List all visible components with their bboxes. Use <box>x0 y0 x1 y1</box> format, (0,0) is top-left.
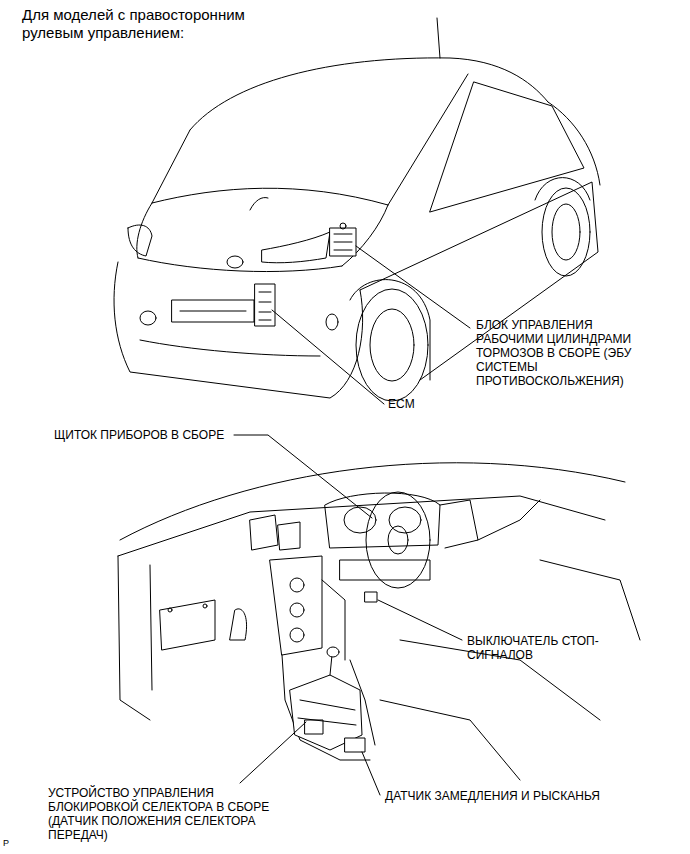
leader-line <box>240 722 306 783</box>
part-label: ECM <box>388 397 448 411</box>
yaw-sensor <box>345 738 365 752</box>
part-label: ДАТЧИК ЗАМЕДЛЕНИЯ И РЫСКАНЬЯ <box>385 789 675 803</box>
part-label: ЩИТОК ПРИБОРОВ В СБОРЕ <box>54 428 254 442</box>
figure-code: P <box>3 838 23 849</box>
part-label: БЛОК УПРАВЛЕНИЯ РАБОЧИМИ ЦИЛИНДРАМИ ТОРМ… <box>476 318 660 388</box>
stop-switch <box>365 592 377 602</box>
car-interior <box>118 463 640 780</box>
leader-line <box>378 600 462 640</box>
part-label: УСТРОЙСТВО УПРАВЛЕНИЯ БЛОКИРОВКОЙ СЕЛЕКТ… <box>48 786 303 842</box>
part-label: ВЫКЛЮЧАТЕЛЬ СТОП-СИГНАЛОВ <box>467 634 617 662</box>
leader-line <box>272 310 384 404</box>
brake-actuator <box>330 223 356 256</box>
note-heading: Для моделей с правосторонним рулевым упр… <box>22 6 272 42</box>
shift-lock-assembly <box>290 647 362 750</box>
ecm-unit <box>255 284 275 326</box>
leader-line <box>234 435 372 518</box>
leader-line <box>356 246 470 328</box>
leader-line <box>362 752 380 795</box>
